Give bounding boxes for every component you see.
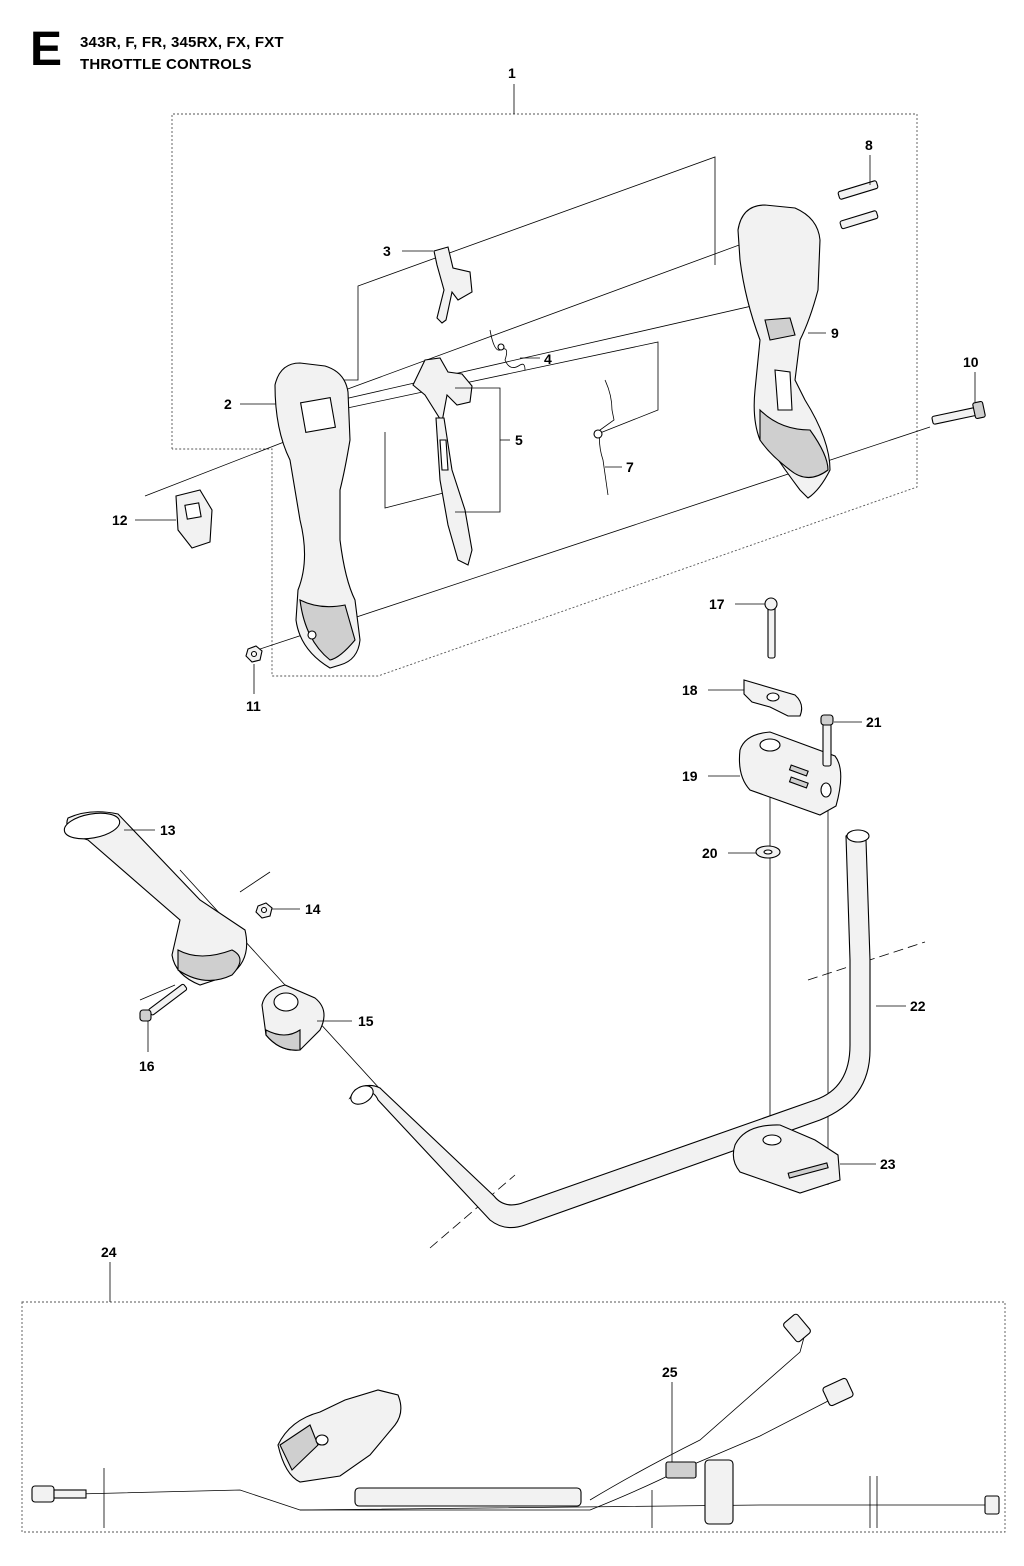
part-20-washer	[755, 845, 781, 859]
part-13-grip	[63, 811, 248, 986]
part-18-wing-knob	[743, 679, 803, 717]
callout-10: 10	[963, 354, 979, 370]
part-12-stop-switch	[175, 489, 213, 549]
callout-11: 11	[246, 698, 261, 714]
part-25-spring	[665, 1461, 697, 1479]
callout-15: 15	[358, 1013, 374, 1029]
callout-2: 2	[224, 396, 232, 412]
part-7-wire	[593, 379, 615, 496]
callout-23: 23	[880, 1156, 896, 1172]
part-5-throttle-trigger	[412, 357, 473, 566]
page-header: 343R, F, FR, 345RX, FX, FXT THROTTLE CON…	[80, 32, 284, 76]
callout-14: 14	[305, 901, 321, 917]
callout-5: 5	[515, 432, 523, 448]
callout-numbers: 1 2 3 4 5 7 8 9 10 11 12 13 14 15 16 17 …	[101, 65, 979, 1380]
assembly-24-outline	[21, 1301, 1006, 1533]
callout-13: 13	[160, 822, 176, 838]
callout-3: 3	[383, 243, 391, 259]
part-8-screws	[837, 180, 879, 230]
callout-4: 4	[544, 351, 552, 367]
callout-19: 19	[682, 768, 698, 784]
callout-21: 21	[866, 714, 882, 730]
model-list: 343R, F, FR, 345RX, FX, FXT	[80, 34, 284, 51]
part-15-clamp	[261, 984, 325, 1051]
part-11-nut	[245, 645, 263, 663]
page-title: THROTTLE CONTROLS	[80, 56, 252, 73]
callout-8: 8	[865, 137, 873, 153]
part-4-spring	[489, 329, 526, 371]
part-23-lower-clamp	[732, 1124, 841, 1194]
part-16-screw	[139, 983, 188, 1022]
section-letter: E	[30, 23, 63, 76]
callout-9: 9	[831, 325, 839, 341]
part-2-handle-half	[274, 362, 361, 669]
part-24-control-handle	[31, 1313, 1000, 1528]
callout-17: 17	[709, 596, 725, 612]
part-3-lockout-lever	[433, 246, 473, 324]
part-17-bolt	[764, 597, 778, 659]
callout-22: 22	[910, 998, 926, 1014]
part-10-bolt	[931, 400, 986, 425]
callout-24: 24	[101, 1244, 117, 1260]
part-9-handle-half	[737, 204, 831, 499]
callout-25: 25	[662, 1364, 678, 1380]
part-19-clamp-bracket	[738, 731, 842, 816]
callout-18: 18	[682, 682, 698, 698]
callout-20: 20	[702, 845, 718, 861]
part-14-nut	[255, 902, 273, 919]
part-21-screw	[820, 714, 834, 767]
callout-1: 1	[508, 65, 516, 81]
callout-leaders	[109, 84, 976, 1462]
callout-16: 16	[139, 1058, 155, 1074]
part-22-handlebar	[348, 829, 871, 1229]
callout-7: 7	[626, 459, 634, 475]
callout-12: 12	[112, 512, 128, 528]
